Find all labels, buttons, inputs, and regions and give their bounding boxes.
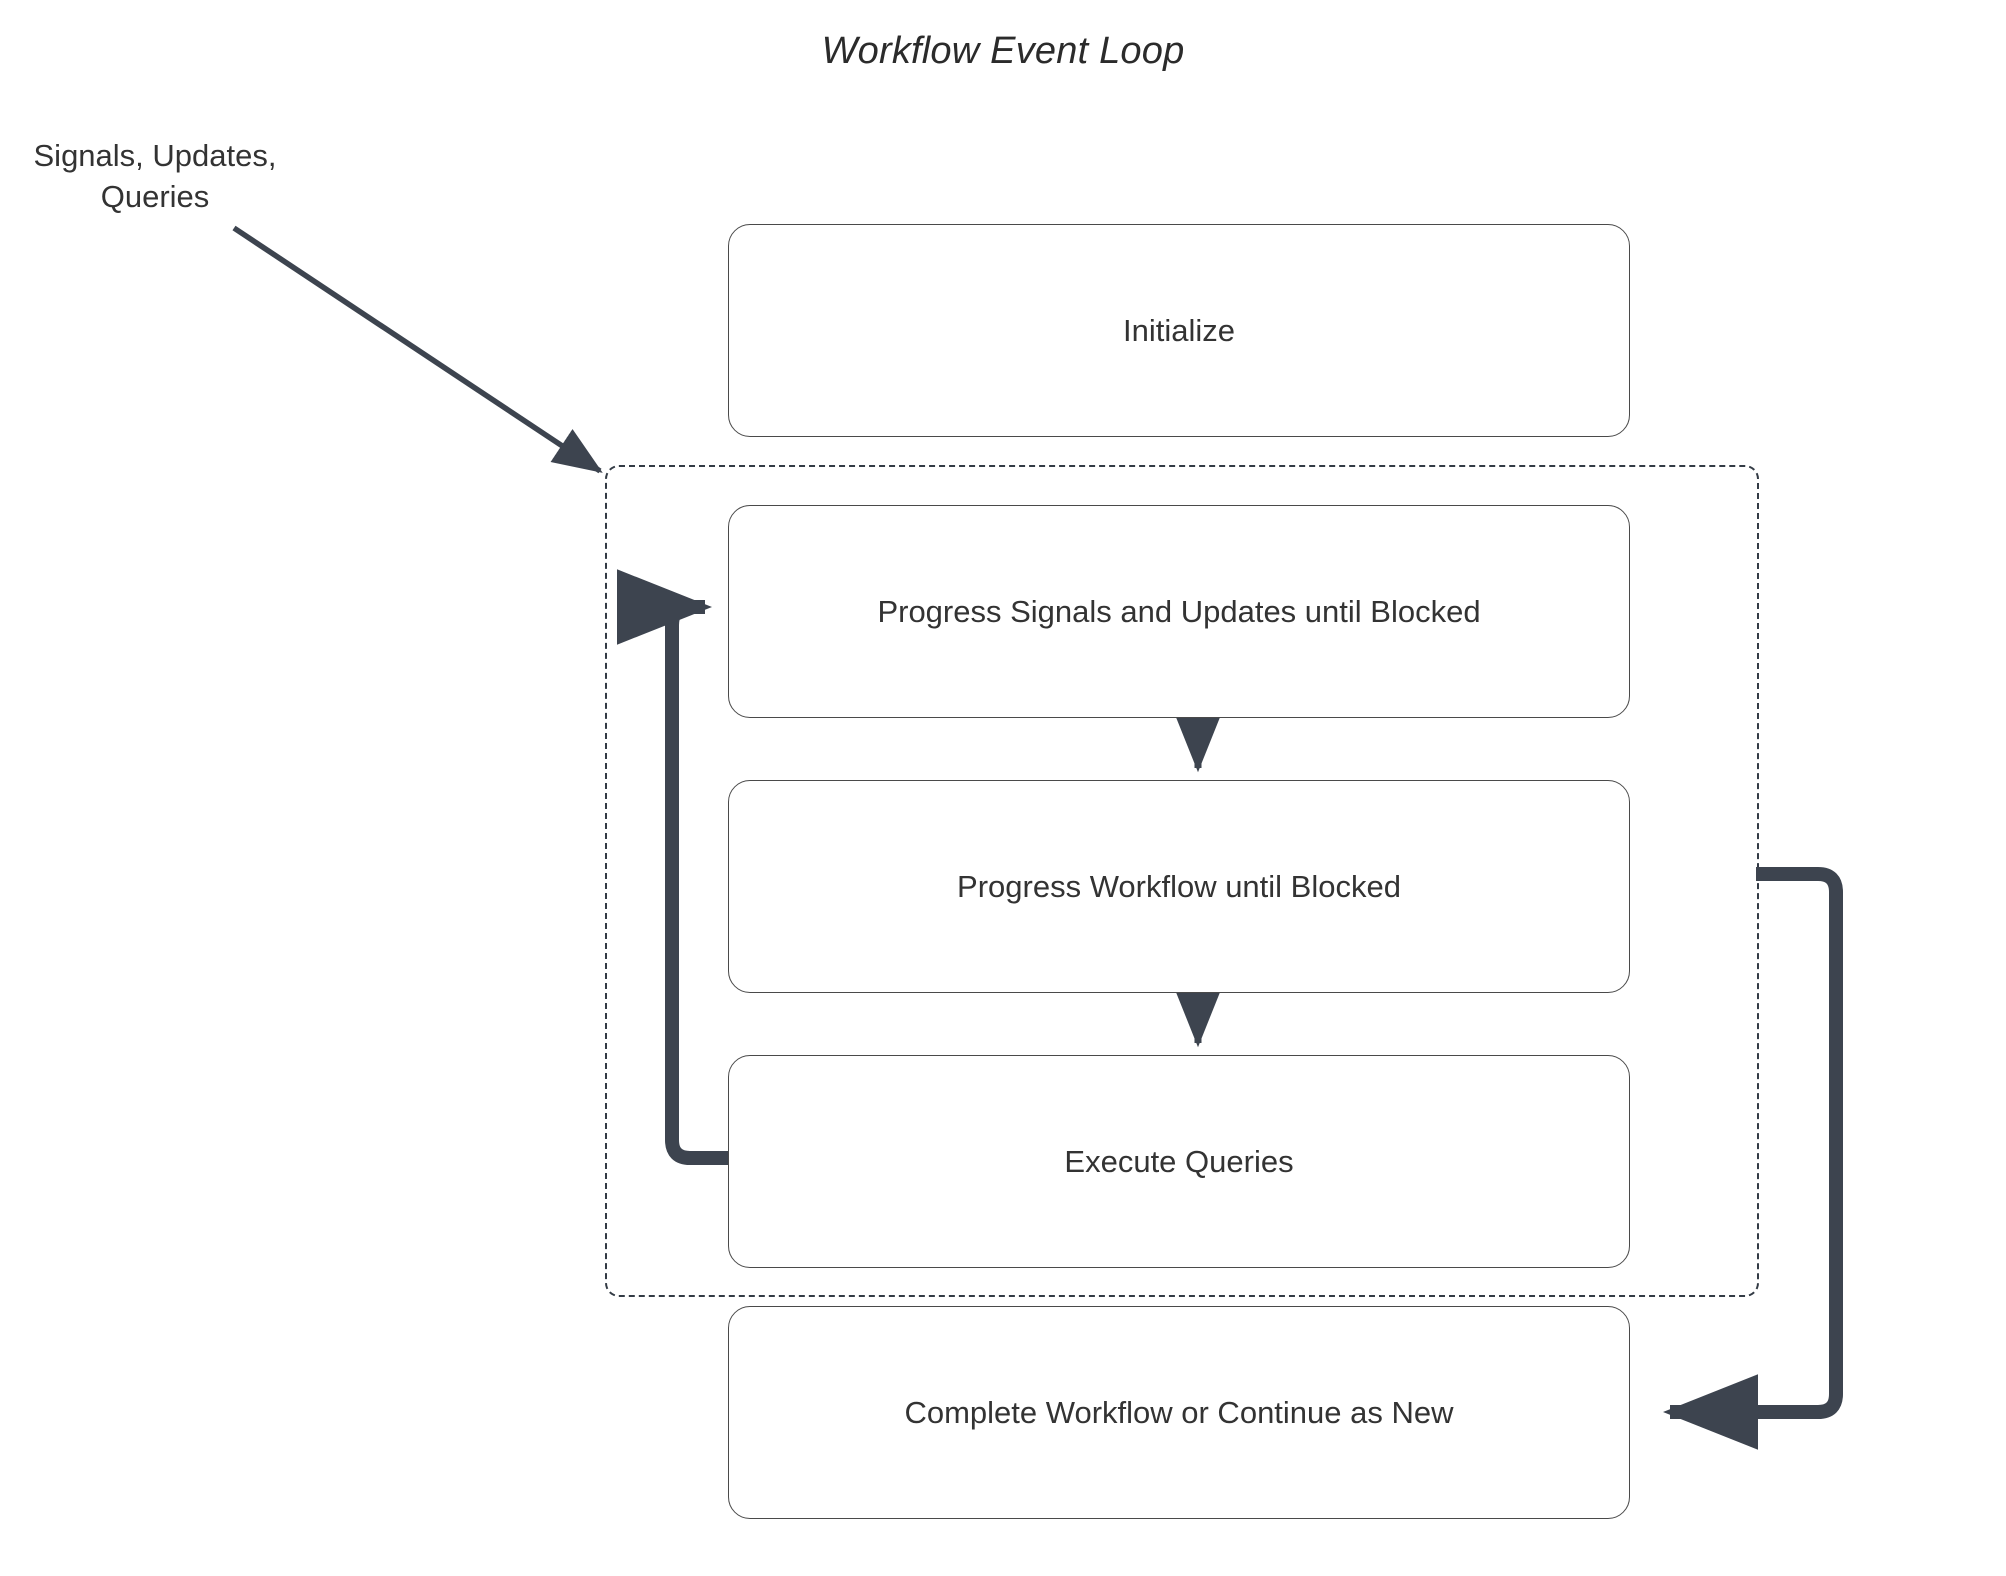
edge-signals-to-loop [232,225,603,474]
node-complete-workflow-label: Complete Workflow or Continue as New [904,1394,1454,1430]
node-initialize-label: Initialize [1123,312,1235,348]
node-progress-workflow-label: Progress Workflow until Blocked [957,868,1401,904]
external-signals-label: Signals, Updates, Queries [33,138,277,214]
node-progress-signals-label: Progress Signals and Updates until Block… [877,593,1481,629]
node-initialize[interactable]: Initialize [728,224,1630,437]
node-progress-workflow[interactable]: Progress Workflow until Blocked [728,780,1630,993]
page-title: Workflow Event Loop [821,30,1185,72]
node-execute-queries-label: Execute Queries [1064,1143,1294,1179]
node-execute-queries[interactable]: Execute Queries [728,1055,1630,1268]
node-complete-workflow[interactable]: Complete Workflow or Continue as New [728,1306,1630,1519]
node-progress-signals[interactable]: Progress Signals and Updates until Block… [728,505,1630,718]
